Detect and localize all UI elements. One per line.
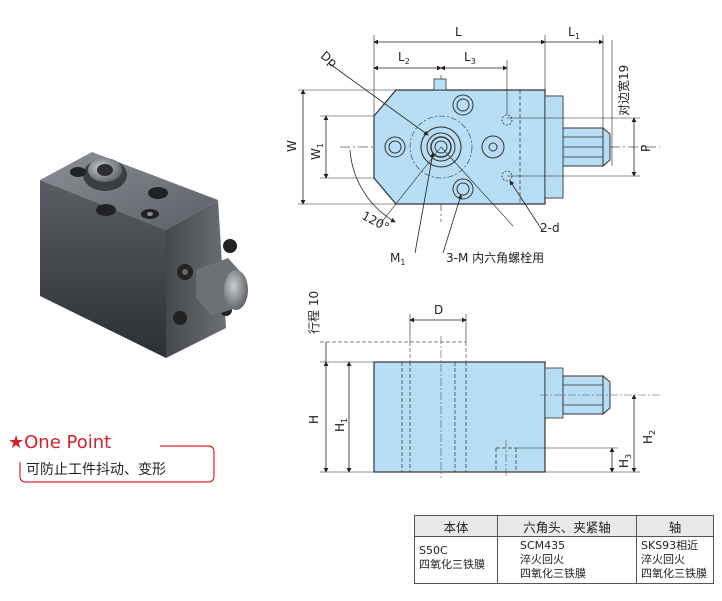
side-view [320,314,660,478]
hex-width-label: 对边宽19 [616,65,631,116]
header-shaft: 轴 [636,515,714,537]
header-hex-clamp: 六角头、夹紧轴 [497,515,637,537]
dim-W: W [285,140,299,152]
dim-L1: L1 [568,25,580,41]
dim-D: D [434,303,443,317]
dim-H2: H2 [641,430,657,444]
dim-L3: L3 [464,50,476,66]
cell-shaft: SKS93相近 淬火回火 四氧化三铁膜 [636,536,714,584]
dim-H1: H1 [333,418,349,432]
dim-Dp: Dp [318,48,340,70]
dim-P: P [639,145,653,152]
one-point-title: ★One Point [8,432,112,453]
one-point-description: 可防止工件抖动、变形 [26,462,166,478]
cell-body: S50C 四氧化三铁膜 [414,536,498,584]
dim-H: H [307,415,321,424]
top-view [298,35,660,254]
dowel-label: 2-d [540,221,560,235]
stroke-label: 行程 10 [306,291,321,334]
dim-L: L [455,25,462,39]
angle-label: 120° [360,209,392,235]
dim-W1: W1 [309,143,325,160]
product-photo [40,152,248,358]
dim-H3: H3 [617,454,633,468]
one-point-frame [19,445,215,483]
material-spec-table: 本体 六角头、夹紧轴 轴 S50C 四氧化三铁膜 SCM435 淬火回火 四氧化… [414,515,714,584]
table-row: S50C 四氧化三铁膜 SCM435 淬火回火 四氧化三铁膜 SKS93相近 淬… [414,536,714,584]
bolt-label: 3-M 内六角螺栓用 [446,250,544,265]
header-body: 本体 [414,515,498,537]
cell-hex-clamp: SCM435 淬火回火 四氧化三铁膜 [497,536,637,584]
thread-label: M1 [390,251,405,267]
dim-L2: L2 [398,50,410,66]
table-header-row: 本体 六角头、夹紧轴 轴 [414,515,714,537]
